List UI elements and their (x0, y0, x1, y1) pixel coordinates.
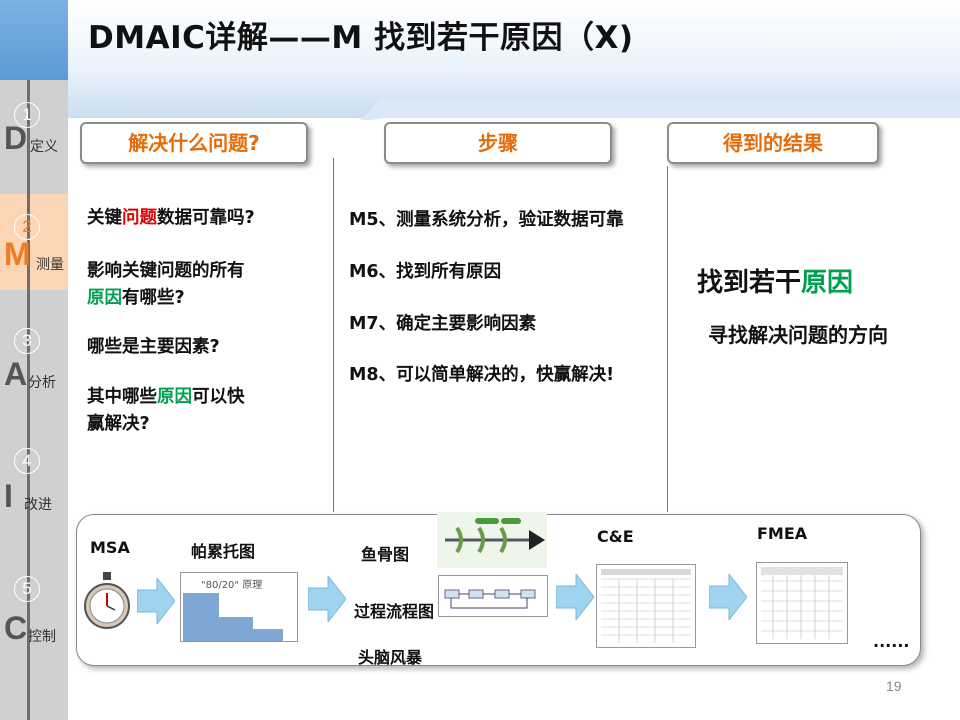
question-text: 影响关键问题的所有 (87, 261, 245, 281)
nav-number: 4 (14, 448, 40, 474)
process-flow-icon (444, 589, 536, 609)
flow-arrow-icon (556, 574, 594, 620)
nav-item-analyze[interactable]: 3 A 分析 (0, 326, 68, 416)
question-highlight: 原因 (87, 288, 122, 308)
fishbone-icon (437, 512, 547, 568)
question-highlight: 问题 (122, 208, 157, 228)
tool-label-fmea: FMEA (757, 524, 808, 543)
result-text: 找到若干 (697, 268, 802, 298)
result-highlight: 原因 (801, 268, 854, 298)
step-m7: M7、确定主要影响因素 (349, 314, 537, 334)
tool-label-ce-matrix: C&E (597, 527, 634, 546)
column-header-steps: 步骤 (384, 122, 612, 164)
step-m5: M5、测量系统分析，验证数据可靠 (349, 210, 624, 230)
pareto-chart-label: "80/20" 原理 (201, 580, 263, 591)
question-3: 哪些是主要因素? (87, 337, 220, 357)
nav-label: 定义 (30, 139, 58, 155)
tool-label-brainstorm: 头脑风暴 (358, 648, 423, 667)
pareto-chart-thumbnail: "80/20" 原理 (180, 572, 298, 642)
nav-label: 测量 (36, 257, 64, 273)
ce-matrix-thumbnail (596, 564, 696, 648)
nav-letter: A (4, 356, 28, 392)
process-map-thumbnail (438, 575, 548, 617)
header-corner (0, 0, 68, 80)
step-m6: M6、找到所有原因 (349, 262, 502, 282)
column-divider (333, 158, 334, 512)
phase-nav (0, 80, 68, 720)
nav-number: 3 (14, 328, 40, 354)
result-sub: 寻找解决问题的方向 (708, 323, 888, 347)
tool-label-process-map: 过程流程图 (354, 602, 435, 621)
question-text: 可以快 (192, 387, 245, 407)
question-text: 数据可靠吗? (157, 208, 255, 228)
nav-letter: C (4, 610, 28, 646)
nav-number: 2 (14, 214, 40, 240)
phase-nav-active-highlight (0, 194, 68, 290)
question-text: 关键 (87, 208, 122, 228)
tool-label-msa: MSA (90, 538, 130, 557)
nav-item-measure[interactable]: 2 M 测量 (0, 212, 68, 302)
fishbone-diagram-thumbnail (437, 512, 547, 568)
nav-letter: M (4, 236, 31, 272)
question-highlight: 原因 (157, 387, 192, 407)
step-m8: M8、可以简单解决的，快赢解决! (349, 365, 615, 385)
question-2: 影响关键问题的所有原因有哪些? (87, 258, 245, 312)
nav-letter: I (4, 478, 13, 514)
nav-number: 5 (14, 576, 40, 602)
question-4: 其中哪些原因可以快赢解决? (87, 384, 245, 438)
column-divider (667, 166, 668, 512)
header-background (0, 0, 960, 118)
question-text: 其中哪些 (87, 387, 157, 407)
question-1: 关键问题数据可靠吗? (87, 205, 255, 232)
flow-arrow-icon (137, 578, 175, 624)
question-text: 赢解决? (87, 414, 150, 434)
ce-matrix-grid (601, 569, 691, 643)
header-sweep (68, 100, 960, 120)
question-text: 有哪些? (122, 288, 185, 308)
stopwatch-icon (84, 572, 130, 629)
fmea-table-grid (761, 567, 843, 639)
flow-arrow-icon (709, 574, 747, 620)
pareto-bars (183, 593, 283, 641)
tool-label-pareto: 帕累托图 (191, 542, 256, 561)
phase-nav-line (27, 80, 30, 720)
nav-label: 改进 (24, 497, 52, 513)
page-number: 19 (886, 678, 902, 694)
nav-label: 控制 (28, 629, 56, 645)
nav-item-improve[interactable]: 4 I 改进 (0, 446, 68, 536)
nav-letter: D (4, 120, 28, 156)
nav-item-control[interactable]: 5 C 控制 (0, 574, 68, 664)
nav-item-define[interactable]: 1 D 定义 (0, 98, 68, 188)
nav-label: 分析 (28, 375, 56, 391)
result-main: 找到若干原因 (697, 262, 853, 299)
flow-arrow-icon (308, 576, 346, 622)
fmea-thumbnail (756, 562, 848, 644)
tools-ellipsis: ...... (873, 632, 910, 651)
tool-label-fishbone: 鱼骨图 (361, 545, 410, 564)
column-header-problem: 解决什么问题? (80, 122, 308, 164)
column-header-result: 得到的结果 (667, 122, 879, 164)
page-title: DMAIC详解——M 找到若干原因（X) (88, 20, 634, 56)
nav-number: 1 (14, 102, 40, 128)
